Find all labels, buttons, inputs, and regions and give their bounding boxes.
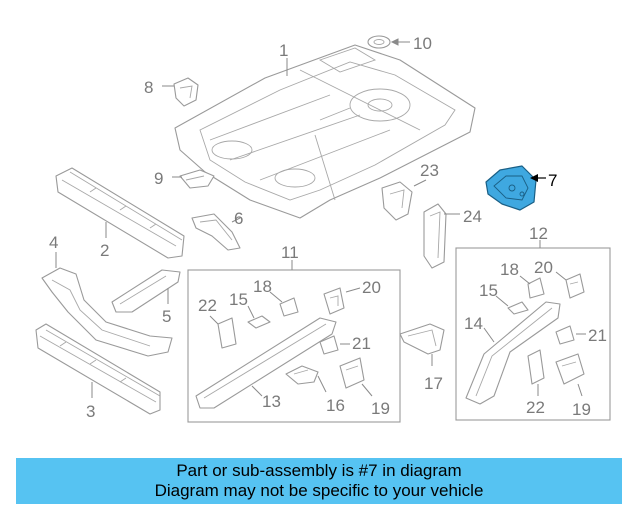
part-15-plate-right bbox=[507, 301, 529, 315]
part-5-brace bbox=[111, 269, 181, 313]
callout-8[interactable]: 8 bbox=[144, 78, 153, 97]
callout-7[interactable]: 7 bbox=[548, 171, 557, 190]
part-6-reinforcement bbox=[191, 213, 241, 251]
callout-15-right[interactable]: 15 bbox=[479, 281, 498, 300]
banner-line-2: Diagram may not be specific to your vehi… bbox=[154, 481, 484, 500]
part-17-bracket bbox=[399, 323, 445, 355]
callout-16[interactable]: 16 bbox=[326, 396, 345, 415]
part-22-bracket-left bbox=[217, 317, 237, 349]
callout-5[interactable]: 5 bbox=[162, 307, 171, 326]
banner-line-1: Part or sub-assembly is #7 in diagram bbox=[176, 461, 462, 480]
part-8-bracket bbox=[173, 77, 199, 107]
callout-21-left[interactable]: 21 bbox=[352, 334, 371, 353]
part-21-plate-right bbox=[555, 325, 575, 345]
part-9-bracket bbox=[179, 169, 215, 189]
part-7-highlighted[interactable] bbox=[485, 165, 537, 211]
part-14-rail-right bbox=[465, 301, 561, 405]
callout-9[interactable]: 9 bbox=[154, 169, 163, 188]
callout-15-left[interactable]: 15 bbox=[229, 290, 248, 309]
part-20-bracket-right bbox=[565, 273, 585, 299]
callout-14[interactable]: 14 bbox=[464, 314, 483, 333]
info-banner: Part or sub-assembly is #7 in diagram Di… bbox=[16, 458, 622, 504]
part-1-floor-pan bbox=[174, 44, 476, 219]
part-10-grommet bbox=[367, 35, 391, 49]
part-4-side-rail bbox=[41, 267, 173, 357]
callout-23[interactable]: 23 bbox=[420, 161, 439, 180]
callout-19-left[interactable]: 19 bbox=[371, 399, 390, 418]
callout-22-right[interactable]: 22 bbox=[526, 398, 545, 417]
callout-3[interactable]: 3 bbox=[86, 402, 95, 421]
parts-diagram: 1 10 8 9 6 2 4 5 bbox=[35, 34, 611, 423]
part-19-bracket-left bbox=[339, 357, 365, 389]
callout-10[interactable]: 10 bbox=[413, 34, 432, 53]
part-18-bracket-right bbox=[527, 277, 545, 299]
callout-17[interactable]: 17 bbox=[424, 374, 443, 393]
part-19-bracket-right bbox=[555, 353, 585, 385]
part-13-rail-left bbox=[195, 317, 337, 409]
part-20-bracket-left bbox=[323, 287, 345, 315]
callout-21-right[interactable]: 21 bbox=[588, 326, 607, 345]
callout-22-left[interactable]: 22 bbox=[198, 296, 217, 315]
callout-6[interactable]: 6 bbox=[234, 209, 243, 228]
group-box-11 bbox=[187, 269, 401, 423]
callout-24[interactable]: 24 bbox=[463, 207, 482, 226]
part-21-plate-left bbox=[319, 335, 339, 355]
callout-12[interactable]: 12 bbox=[529, 224, 548, 243]
callout-18-right[interactable]: 18 bbox=[500, 260, 519, 279]
part-23-bracket bbox=[381, 181, 413, 221]
callout-2[interactable]: 2 bbox=[100, 241, 109, 260]
part-16-bracket bbox=[285, 365, 319, 385]
callout-11[interactable]: 11 bbox=[281, 243, 299, 262]
part-3-rear-member bbox=[35, 323, 161, 415]
callout-20-left[interactable]: 20 bbox=[362, 278, 381, 297]
part-24-pillar bbox=[423, 203, 447, 269]
part-22-bracket-right bbox=[527, 349, 545, 385]
callout-13[interactable]: 13 bbox=[262, 392, 281, 411]
callout-4[interactable]: 4 bbox=[49, 233, 58, 252]
callout-20-right[interactable]: 20 bbox=[534, 258, 553, 277]
callout-18-left[interactable]: 18 bbox=[253, 277, 272, 296]
group-box-12 bbox=[455, 247, 611, 421]
callout-1[interactable]: 1 bbox=[279, 41, 288, 60]
callout-19-right[interactable]: 19 bbox=[572, 400, 591, 419]
part-18-bracket-left bbox=[279, 297, 299, 317]
part-15-plate-left bbox=[247, 315, 271, 329]
part-2-cross-member bbox=[55, 167, 185, 259]
